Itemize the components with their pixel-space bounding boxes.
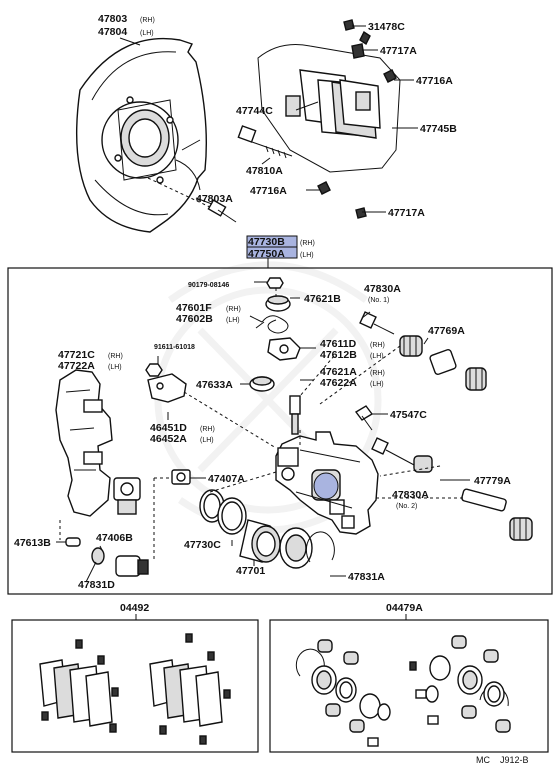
label-47613b: 47613B — [14, 537, 51, 549]
assembly-highlight-lh — [246, 246, 298, 259]
label-47830a-no2: 47830A — [392, 489, 429, 501]
assembly-number-rh: 47730B — [248, 236, 285, 248]
brake-pad-set-top — [257, 19, 401, 219]
main-dashed-guides — [59, 288, 464, 560]
label-47611d: 47611D — [320, 338, 357, 350]
label-91611: 91611-61018 — [154, 344, 195, 351]
seal-kit-frame — [269, 619, 549, 753]
label-47717a-top: 47717A — [380, 45, 417, 57]
label-47810a: 47810A — [246, 165, 283, 177]
label-no1: (No. 1) — [368, 297, 389, 304]
label-47621a-rh: (RH) — [370, 370, 385, 377]
label-47621b: 47621B — [304, 293, 341, 305]
disc-dust-cover — [75, 37, 208, 233]
label-47745b: 47745B — [420, 123, 457, 135]
label-47717a-bot: 47717A — [388, 207, 425, 219]
label-47611d-rh: (RH) — [370, 342, 385, 349]
label-47602b: 47602B — [176, 313, 213, 325]
main-leader-lines — [56, 281, 470, 583]
sleeve-47779a — [461, 488, 533, 541]
label-47831d: 47831D — [78, 579, 115, 591]
label-47730c: 47730C — [184, 539, 221, 551]
label-47602b-lh: (LH) — [226, 317, 240, 324]
label-47716a-top: 47716A — [416, 75, 453, 87]
boot-47769a — [399, 335, 487, 391]
label-47721c-rh: (RH) — [108, 353, 123, 360]
caliper-body — [275, 431, 379, 535]
adjuster-47406b — [65, 537, 149, 577]
top-leader-lines — [195, 25, 418, 213]
label-47721c: 47721C — [58, 349, 95, 361]
pad-kit-frame — [11, 619, 259, 753]
label-47633a: 47633A — [196, 379, 233, 391]
lever-47407a — [171, 469, 191, 485]
label-47612b-lh: (LH) — [370, 353, 384, 360]
caliper-mounting-bracket — [55, 369, 113, 517]
label-47406b: 47406B — [96, 532, 133, 544]
kit-04479a-label: 04479A — [386, 602, 423, 614]
bolt-47810a — [237, 125, 293, 159]
plug-91611 — [145, 363, 163, 377]
label-47601f: 47601F — [176, 302, 212, 314]
assembly-lh-tag: (LH) — [300, 252, 314, 259]
label-47722a-lh: (LH) — [108, 364, 122, 371]
bracket-46451d — [147, 373, 187, 403]
label-46451d-rh: (RH) — [200, 426, 215, 433]
assembly-rh-tag: (RH) — [300, 240, 315, 247]
parking-brake-adjuster — [113, 477, 141, 515]
piston-seal-set — [199, 489, 335, 569]
label-47769a: 47769A — [428, 325, 465, 337]
label-47831a: 47831A — [348, 571, 385, 583]
caliper-assembly-frame — [7, 267, 553, 595]
label-47803: 47803 — [98, 13, 127, 25]
assembly-number-block: 47730B (RH) 47750A (LH) — [246, 235, 315, 268]
label-47407a: 47407A — [208, 473, 245, 485]
seal-kit-illustration — [295, 635, 511, 747]
label-47779a: 47779A — [474, 475, 511, 487]
cap-90179 — [266, 277, 284, 289]
pad-kit-illustration — [39, 633, 231, 745]
bolt-47803a — [207, 199, 237, 223]
label-31478c: 31478C — [368, 21, 405, 33]
label-47803-rh: (RH) — [140, 17, 155, 24]
label-47804: 47804 — [98, 26, 127, 38]
kit-04492-label: 04492 — [120, 602, 149, 614]
label-47803a: 47803A — [196, 193, 233, 205]
label-46452a: 46452A — [150, 433, 187, 445]
footer-code-prefix: MC — [476, 755, 490, 765]
pin-47621a — [289, 395, 301, 435]
label-47547c: 47547C — [390, 409, 427, 421]
label-47716a-bot: 47716A — [250, 185, 287, 197]
boot-47633a — [249, 376, 275, 392]
label-47804-lh: (LH) — [140, 30, 154, 37]
label-47601f-rh: (RH) — [226, 306, 241, 313]
spring-47601f — [255, 315, 289, 334]
label-47622a-lh: (LH) — [370, 381, 384, 388]
label-47621a: 47621A — [320, 366, 357, 378]
label-47744c: 47744C — [236, 105, 273, 117]
label-46451d: 46451D — [150, 422, 187, 434]
label-no2: (No. 2) — [396, 503, 417, 510]
bolt-47830a-no2 — [371, 437, 433, 473]
label-47701: 47701 — [236, 565, 265, 577]
lever-47611d — [267, 337, 301, 361]
footer-code: J912-B — [500, 755, 529, 765]
label-46452a-lh: (LH) — [200, 437, 214, 444]
label-47830a-no1: 47830A — [364, 283, 401, 295]
label-47612b: 47612B — [320, 349, 357, 361]
bleeder-47547c — [354, 405, 374, 431]
label-47622a: 47622A — [320, 377, 357, 389]
label-90179: 90179-08146 — [188, 282, 229, 289]
assembly-number-lh: 47750A — [248, 248, 285, 260]
cap-47621b — [265, 295, 291, 312]
label-47722a: 47722A — [58, 360, 95, 372]
